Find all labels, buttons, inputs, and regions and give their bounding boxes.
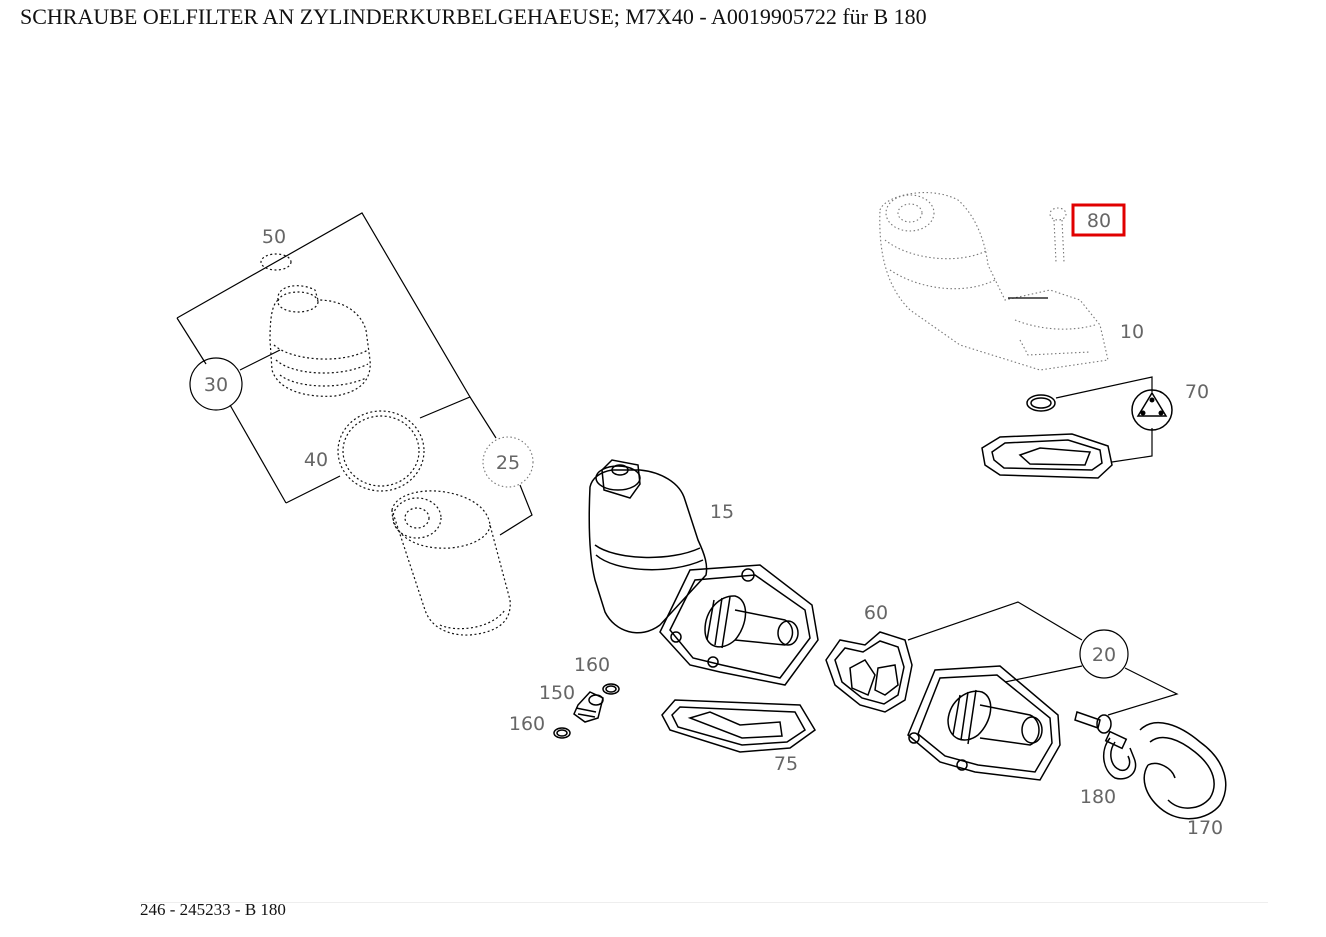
oil-cooler-lower [907,665,1061,781]
footer-divider [140,902,1268,903]
svg-text:80: 80 [1087,210,1111,232]
label-50[interactable]: 50 [262,226,286,248]
filter-element-25 [391,490,511,636]
gasket-60 [825,631,913,713]
label-15[interactable]: 15 [710,501,734,523]
hose-170 [1139,721,1227,820]
label-160-top[interactable]: 160 [574,654,610,676]
triangle-seal-70 [1131,389,1173,431]
hose-clamp-180 [1103,730,1137,780]
label-60[interactable]: 60 [864,602,888,624]
page-title: SCHRAUBE OELFILTER AN ZYLINDERKURBELGEHA… [20,4,927,29]
footer-reference: 246 - 245233 - B 180 [140,900,286,919]
callout-25[interactable]: 25 [482,436,534,488]
group-20-bracket [907,601,1179,716]
gasket-plate [981,433,1113,479]
label-160-bottom[interactable]: 160 [509,713,545,735]
gasket-75 [661,699,816,753]
label-75[interactable]: 75 [774,753,798,775]
svg-text:25: 25 [496,452,520,474]
svg-text:30: 30 [204,374,228,396]
filter-housing-15 [588,459,708,634]
crankcase-group-10 [879,192,1109,371]
oil-filter-cap [260,253,371,397]
callout-30[interactable]: 30 [189,357,243,411]
group-30-bracket [176,212,533,536]
bolt [1074,711,1112,734]
label-40[interactable]: 40 [304,449,328,471]
svg-text:20: 20 [1092,644,1116,666]
group-70-bracket [1055,376,1153,463]
label-10[interactable]: 10 [1120,321,1144,343]
seal-ring [1026,394,1056,412]
callout-20[interactable]: 20 [1079,629,1129,679]
label-150[interactable]: 150 [539,682,575,704]
oil-cooler-upper [659,564,819,686]
label-170[interactable]: 170 [1187,817,1223,839]
screw-80 [1049,207,1067,263]
label-180[interactable]: 180 [1080,786,1116,808]
parts-150-160 [553,683,620,739]
label-70[interactable]: 70 [1185,381,1209,403]
o-ring-40 [337,410,425,492]
highlighted-callout-80[interactable]: 80 [1071,203,1126,237]
